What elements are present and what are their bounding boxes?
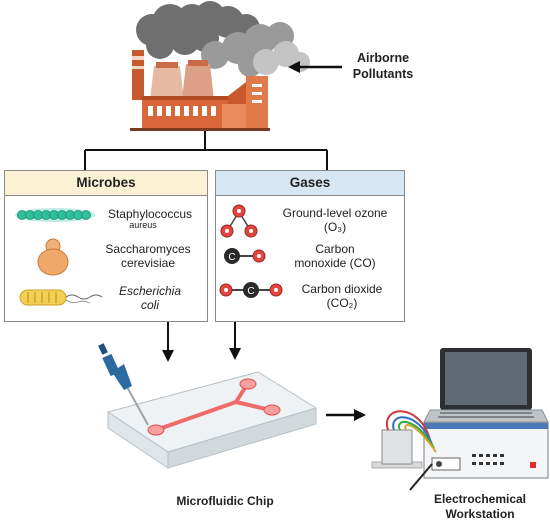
airborne-pollutants-label: Airborne Pollutants <box>352 51 414 81</box>
ozone-label: Ground-level ozone (O₃) <box>282 206 388 234</box>
gases-header: Gases <box>216 171 404 196</box>
svg-text:C: C <box>228 252 235 263</box>
co2-label: Carbon dioxide (CO₂) <box>301 282 383 310</box>
ecoli-label: Escherichia coli <box>118 284 182 312</box>
co-label: Carbon monoxide (CO) <box>294 242 376 270</box>
staph-label: Staphylococcus aureus <box>107 207 193 230</box>
workstation-label: Electrochemical Workstation <box>433 492 527 521</box>
microfluidic-chip-label: Microfluidic Chip <box>176 494 274 508</box>
gases-panel: Gases <box>215 170 405 322</box>
yeast-label: Saccharomyces cerevisiae <box>105 242 191 270</box>
svg-text:C: C <box>247 286 254 297</box>
microbes-header: Microbes <box>5 171 207 196</box>
microbes-panel: Microbes <box>4 170 208 322</box>
pipette-icon <box>98 343 149 426</box>
